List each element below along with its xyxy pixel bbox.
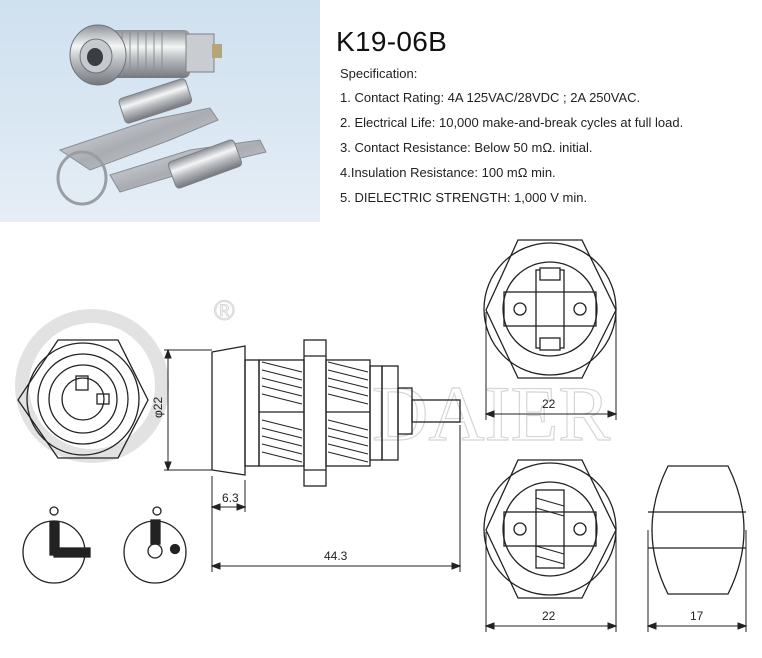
product-photo	[0, 0, 320, 222]
side-profile-view	[648, 465, 746, 595]
side-view	[211, 339, 461, 487]
spec-item: 5. DIELECTRIC STRENGTH: 1,000 V min.	[340, 190, 588, 205]
spec-item: 4.Insulation Resistance: 100 mΩ min.	[340, 165, 556, 180]
position-indicator-right	[123, 506, 187, 584]
specification-list: 1. Contact Rating: 4A 125VAC/28VDC ; 2A …	[340, 90, 683, 215]
technical-drawing: DAIER ®	[15, 239, 748, 632]
position-indicator-left	[22, 506, 91, 584]
watermark-registered: ®	[214, 295, 235, 326]
spec-item: 2. Electrical Life: 10,000 make-and-brea…	[340, 115, 684, 130]
key-1	[58, 107, 219, 171]
spec-item: 3. Contact Resistance: Below 50 mΩ. init…	[340, 140, 593, 155]
rear-view-top	[483, 239, 617, 379]
dimension-side-width: 17	[690, 609, 704, 623]
dimension-lines	[164, 312, 748, 632]
key-switch-photo	[56, 24, 267, 206]
thread-hatching	[261, 361, 369, 463]
spec-item: 1. Contact Rating: 4A 125VAC/28VDC ; 2A …	[340, 90, 641, 105]
rear-view-bottom	[483, 459, 617, 599]
product-title: K19-06B	[336, 26, 448, 57]
specification-heading: Specification:	[340, 66, 418, 81]
dimension-total-length: 44.3	[324, 549, 348, 563]
dimension-rear-width-top: 22	[542, 397, 556, 411]
watermark: DAIER ®	[15, 295, 611, 463]
dimension-front-length: 6.3	[222, 491, 239, 505]
key-ring	[56, 150, 108, 206]
front-view	[17, 339, 149, 459]
dimension-diameter: φ22	[151, 397, 165, 418]
dimension-rear-width-bottom: 22	[542, 609, 556, 623]
